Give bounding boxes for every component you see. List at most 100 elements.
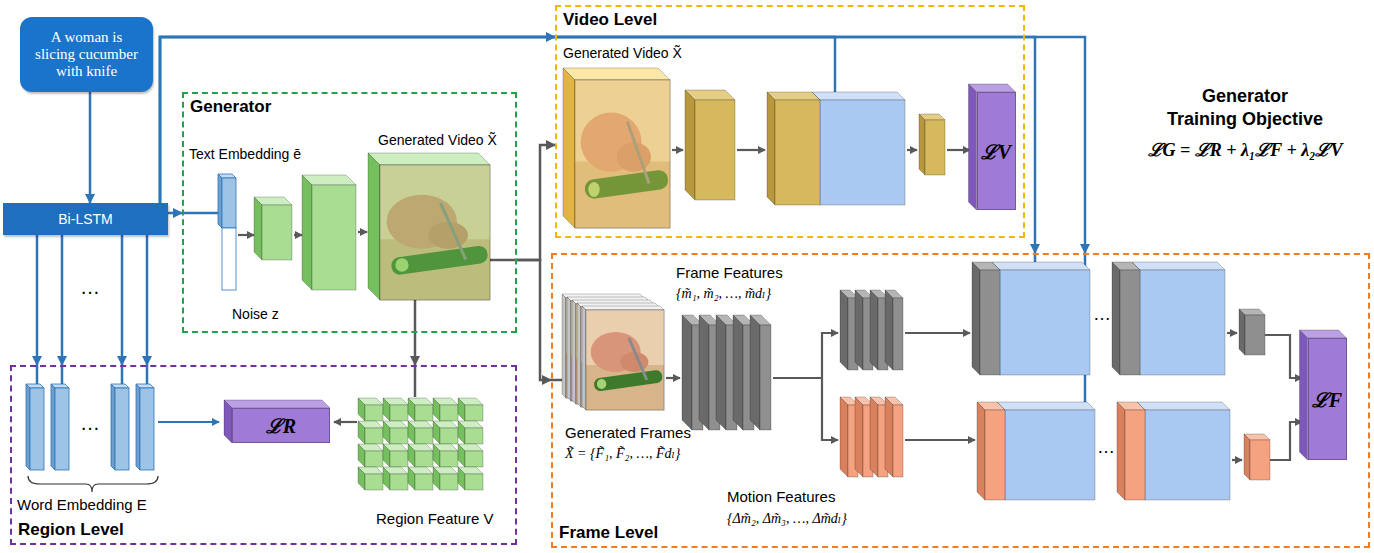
block-top — [812, 92, 905, 100]
leader-line — [490, 259, 517, 262]
fingers — [620, 352, 648, 372]
ellipsis: … — [1093, 304, 1111, 325]
flow-line — [773, 377, 822, 379]
region-cell — [383, 467, 408, 490]
block-side — [919, 114, 925, 175]
block-front — [415, 474, 433, 490]
block-front — [390, 428, 408, 444]
region-cell — [433, 444, 458, 467]
block-side — [433, 421, 440, 444]
block-front — [1125, 410, 1145, 500]
block-side — [972, 262, 980, 375]
frames-label: Generated Frames — [565, 424, 691, 441]
block-front — [30, 388, 44, 470]
block-front — [415, 451, 433, 467]
block-top — [767, 92, 820, 100]
text-feature-block — [992, 262, 1090, 375]
feature-label: Motion Features — [727, 488, 835, 505]
generator-layer — [302, 175, 356, 290]
video-frame-photo — [380, 165, 490, 300]
photo-background — [380, 165, 490, 300]
block-front — [262, 205, 292, 260]
block-side — [383, 444, 390, 467]
block-front — [980, 270, 1000, 375]
block-top — [368, 153, 490, 165]
region-cell — [408, 467, 433, 490]
word-embedding — [51, 384, 69, 470]
loss-box-side — [1300, 330, 1308, 460]
generator-region: Generator — [182, 92, 517, 333]
block-side — [136, 384, 140, 470]
block-side — [111, 384, 115, 470]
block-side — [750, 315, 760, 430]
text-feature-block — [997, 402, 1095, 500]
leader-line — [121, 365, 124, 384]
region-cell — [433, 467, 458, 490]
word-embedding — [111, 384, 129, 470]
objective-heading: Generator — [1125, 86, 1365, 107]
block-side — [383, 398, 390, 421]
leader-line — [146, 365, 149, 384]
flow-arrow — [672, 149, 683, 151]
conv-block — [1117, 402, 1145, 500]
block-front — [440, 451, 458, 467]
block-side — [458, 467, 465, 490]
loss-box: ℒF — [1308, 338, 1347, 460]
block-front — [415, 405, 433, 421]
block-front — [760, 325, 771, 430]
flow-arrow — [1232, 459, 1242, 461]
region-cell — [458, 398, 483, 421]
frame-feature-slab — [750, 315, 771, 430]
flow-arrow — [158, 421, 219, 423]
caption-box: A woman is slicing cucumber with knife — [20, 17, 153, 92]
flow-arrow — [1227, 332, 1237, 334]
block-side — [302, 175, 312, 290]
block-front — [440, 474, 458, 490]
ellipsis: … — [1097, 437, 1115, 458]
connector-arrow — [160, 37, 1035, 253]
block-front — [893, 405, 903, 477]
flow-arrow — [238, 234, 254, 236]
block-side — [855, 290, 863, 370]
region-cell — [383, 444, 408, 467]
connector-arrow — [517, 145, 555, 260]
loss-box: ℒV — [977, 92, 1016, 210]
block-side — [458, 421, 465, 444]
region-heading: Frame Level — [559, 523, 658, 543]
brace — [28, 476, 158, 492]
generated-video — [563, 68, 670, 228]
ellipsis: … — [80, 412, 100, 435]
region-cell — [383, 421, 408, 444]
connector-arrow — [146, 235, 149, 365]
block-front — [365, 451, 383, 467]
noise-vector — [222, 228, 236, 290]
block-side — [1112, 262, 1120, 375]
block-front — [1120, 270, 1140, 375]
box-text: A woman is slicing cucumber with knife — [32, 29, 141, 80]
box-text: Bi-LSTM — [58, 211, 112, 227]
region-cell — [458, 444, 483, 467]
connector-arrow — [160, 37, 555, 203]
flow-arrow — [737, 149, 765, 151]
flow-arrow — [947, 149, 970, 151]
block-front — [1140, 270, 1225, 375]
block-side — [767, 92, 775, 205]
block-front — [380, 165, 490, 300]
block-side — [358, 467, 365, 490]
block-front — [312, 185, 356, 290]
objective-formula: ℒG = ℒR + λ₁ℒF + λ₂ℒV — [1125, 137, 1365, 161]
block-side — [699, 315, 709, 430]
flow-arrow — [294, 234, 302, 236]
block-side — [383, 421, 390, 444]
block-side — [458, 444, 465, 467]
block-side — [716, 315, 726, 430]
block-side — [358, 421, 365, 444]
word-embedding — [136, 384, 154, 470]
block-side — [567, 297, 571, 401]
feature-label: Frame Features — [676, 264, 783, 281]
region-heading: Region Level — [18, 520, 124, 540]
video-level-region: Video LevelℒV — [555, 5, 1025, 238]
leader-line — [36, 365, 39, 384]
block-top — [563, 68, 670, 80]
math-label: {Δm̃₂, Δm̃₃, …, Δm̃dₗ} — [727, 510, 847, 527]
